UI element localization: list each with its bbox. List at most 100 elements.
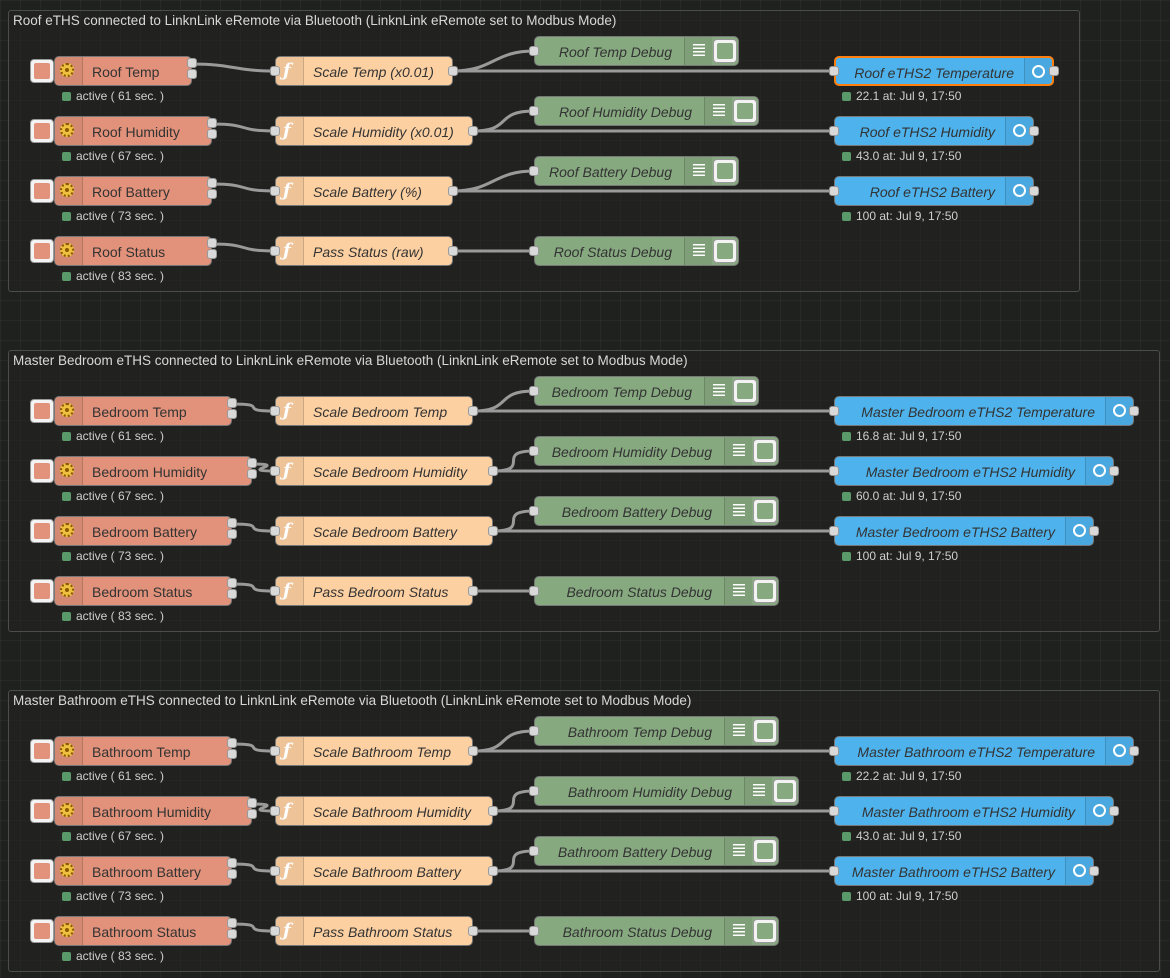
inject-node[interactable]: Bathroom Status: [54, 916, 232, 946]
debug-toggle-button[interactable]: [773, 779, 797, 803]
input-port[interactable]: [270, 466, 280, 476]
debug-node[interactable]: Roof Battery Debug: [534, 156, 739, 186]
input-port[interactable]: [270, 866, 280, 876]
output-port[interactable]: [207, 118, 217, 128]
output-port[interactable]: [187, 58, 197, 68]
input-port[interactable]: [829, 66, 839, 76]
dashboard-text-node[interactable]: Master Bedroom eTHS2 Temperature: [834, 396, 1134, 426]
output-port[interactable]: [1049, 66, 1059, 76]
output-port[interactable]: [247, 798, 257, 808]
inject-node[interactable]: Roof Temp: [54, 56, 192, 86]
inject-node[interactable]: Bathroom Battery: [54, 856, 232, 886]
output-port[interactable]: [227, 589, 237, 599]
input-port[interactable]: [270, 926, 280, 936]
output-port[interactable]: [448, 66, 458, 76]
input-port[interactable]: [829, 866, 839, 876]
output-port[interactable]: [448, 186, 458, 196]
output-port[interactable]: [1129, 406, 1139, 416]
input-port[interactable]: [529, 386, 539, 396]
output-port[interactable]: [1109, 806, 1119, 816]
debug-node[interactable]: Bathroom Status Debug: [534, 916, 779, 946]
debug-toggle-button[interactable]: [733, 379, 757, 403]
inject-trigger-button[interactable]: [30, 179, 54, 203]
input-port[interactable]: [270, 406, 280, 416]
inject-trigger-button[interactable]: [30, 859, 54, 883]
input-port[interactable]: [529, 586, 539, 596]
input-port[interactable]: [829, 746, 839, 756]
output-port[interactable]: [448, 246, 458, 256]
output-port[interactable]: [207, 238, 217, 248]
input-port[interactable]: [829, 806, 839, 816]
debug-node[interactable]: Bedroom Battery Debug: [534, 496, 779, 526]
debug-node[interactable]: Bedroom Status Debug: [534, 576, 779, 606]
output-port[interactable]: [1089, 526, 1099, 536]
output-port[interactable]: [207, 129, 217, 139]
debug-toggle-button[interactable]: [753, 839, 777, 863]
output-port[interactable]: [1129, 746, 1139, 756]
input-port[interactable]: [529, 506, 539, 516]
debug-node[interactable]: Roof Humidity Debug: [534, 96, 759, 126]
input-port[interactable]: [270, 126, 280, 136]
debug-toggle-button[interactable]: [753, 439, 777, 463]
output-port[interactable]: [1029, 186, 1039, 196]
input-port[interactable]: [529, 106, 539, 116]
input-port[interactable]: [829, 406, 839, 416]
inject-trigger-button[interactable]: [30, 519, 54, 543]
debug-node[interactable]: Bedroom Humidity Debug: [534, 436, 779, 466]
input-port[interactable]: [270, 66, 280, 76]
inject-trigger-button[interactable]: [30, 739, 54, 763]
inject-node[interactable]: Bedroom Status: [54, 576, 232, 606]
inject-trigger-button[interactable]: [30, 579, 54, 603]
input-port[interactable]: [270, 806, 280, 816]
input-port[interactable]: [270, 246, 280, 256]
input-port[interactable]: [529, 446, 539, 456]
output-port[interactable]: [1109, 466, 1119, 476]
input-port[interactable]: [270, 526, 280, 536]
input-port[interactable]: [829, 526, 839, 536]
inject-trigger-button[interactable]: [30, 119, 54, 143]
dashboard-text-node[interactable]: Roof eTHS2 Humidity: [834, 116, 1034, 146]
dashboard-text-node[interactable]: Roof eTHS2 Battery: [834, 176, 1034, 206]
output-port[interactable]: [488, 526, 498, 536]
debug-toggle-button[interactable]: [713, 39, 737, 63]
output-port[interactable]: [1029, 126, 1039, 136]
output-port[interactable]: [468, 586, 478, 596]
debug-toggle-button[interactable]: [713, 239, 737, 263]
input-port[interactable]: [529, 246, 539, 256]
output-port[interactable]: [207, 189, 217, 199]
inject-node[interactable]: Bedroom Humidity: [54, 456, 252, 486]
output-port[interactable]: [227, 918, 237, 928]
debug-toggle-button[interactable]: [753, 579, 777, 603]
inject-node[interactable]: Bathroom Humidity: [54, 796, 252, 826]
input-port[interactable]: [829, 466, 839, 476]
output-port[interactable]: [207, 249, 217, 259]
output-port[interactable]: [227, 398, 237, 408]
output-port[interactable]: [227, 929, 237, 939]
dashboard-text-node[interactable]: Master Bedroom eTHS2 Battery: [834, 516, 1094, 546]
input-port[interactable]: [270, 746, 280, 756]
inject-trigger-button[interactable]: [30, 239, 54, 263]
debug-node[interactable]: Roof Status Debug: [534, 236, 739, 266]
dashboard-text-node[interactable]: Master Bathroom eTHS2 Temperature: [834, 736, 1134, 766]
debug-toggle-button[interactable]: [733, 99, 757, 123]
output-port[interactable]: [227, 858, 237, 868]
inject-trigger-button[interactable]: [30, 399, 54, 423]
inject-node[interactable]: Bedroom Battery: [54, 516, 232, 546]
inject-node[interactable]: Bathroom Temp: [54, 736, 232, 766]
debug-node[interactable]: Bathroom Battery Debug: [534, 836, 779, 866]
output-port[interactable]: [468, 406, 478, 416]
inject-trigger-button[interactable]: [30, 59, 54, 83]
input-port[interactable]: [529, 786, 539, 796]
debug-toggle-button[interactable]: [753, 499, 777, 523]
output-port[interactable]: [227, 518, 237, 528]
output-port[interactable]: [207, 178, 217, 188]
output-port[interactable]: [227, 578, 237, 588]
